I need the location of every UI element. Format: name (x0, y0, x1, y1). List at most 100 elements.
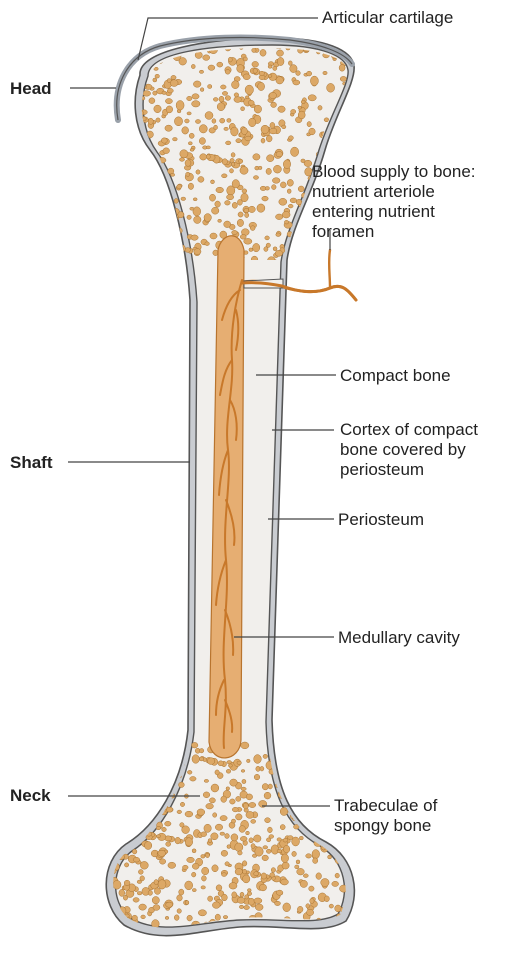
trabecula-dot (314, 799, 318, 802)
trabecula-dot (224, 127, 228, 130)
trabecula-dot (185, 119, 190, 123)
trabecula-dot (337, 786, 343, 791)
trabecula-dot (108, 802, 112, 807)
trabecula-dot (185, 838, 192, 846)
trabecula-dot (333, 927, 337, 931)
trabecula-dot (271, 868, 275, 873)
trabecula-dot (225, 862, 229, 866)
trabecula-dot (193, 81, 201, 87)
trabecula-dot (268, 74, 272, 77)
trabecula-dot (127, 760, 134, 767)
trabecula-dot (239, 905, 243, 908)
trabecula-dot (192, 94, 199, 99)
trabecula-dot (225, 834, 230, 839)
trabecula-dot (150, 200, 154, 204)
trabecula-dot (273, 165, 281, 173)
trabecula-dot (193, 198, 197, 201)
trabecula-dot (344, 782, 352, 789)
trabecula-dot (243, 803, 248, 809)
trabecula-dot (283, 903, 291, 912)
trabecula-dot (310, 898, 314, 903)
trabecula-dot (154, 105, 161, 113)
trabecula-dot (171, 75, 176, 79)
trabecula-dot (232, 81, 240, 89)
trabecula-dot (191, 235, 198, 240)
trabecula-dot (207, 758, 214, 765)
trabecula-dot (268, 65, 272, 68)
trabecula-dot (198, 910, 206, 916)
trabecula-dot (179, 158, 184, 162)
trabecula-dot (142, 223, 147, 229)
trabecula-dot (192, 863, 199, 869)
trabecula-dot (185, 248, 190, 253)
trabecula-dot (241, 742, 249, 749)
trabecula-dot (277, 50, 284, 56)
trabecula-dot (158, 773, 162, 777)
trabecula-dot (119, 751, 125, 757)
trabecula-dot (203, 55, 210, 61)
trabecula-dot (180, 823, 184, 828)
trabecula-dot (343, 776, 351, 782)
trabecula-dot (226, 787, 230, 790)
label-blood-supply-4: foramen (312, 222, 374, 241)
trabecula-dot (335, 873, 339, 878)
trabecula-dot (226, 141, 231, 145)
trabecula-dot (265, 818, 271, 823)
trabecula-dot (145, 190, 153, 197)
trabecula-dot (263, 754, 268, 758)
trabecula-dot (144, 159, 151, 164)
trabecula-dot (314, 249, 320, 254)
trabecula-dot (243, 57, 247, 61)
trabecula-dot (114, 780, 120, 787)
trabecula-dot (280, 182, 286, 188)
trabecula-dot (335, 775, 340, 779)
trabecula-dot (192, 889, 196, 892)
trabecula-dot (107, 848, 112, 854)
trabecula-dot (264, 247, 268, 252)
trabecula-dot (117, 836, 123, 841)
trabecula-dot (162, 214, 170, 221)
trabecula-dot (116, 747, 120, 751)
trabecula-dot (133, 898, 139, 903)
trabecula-dot (194, 249, 201, 255)
trabecula-dot (298, 186, 304, 192)
trabecula-dot (140, 861, 148, 869)
trabecula-dot (120, 932, 127, 937)
trabecula-dot (231, 834, 238, 841)
trabecula-dot (199, 138, 205, 145)
trabecula-dot (110, 820, 115, 825)
trabecula-dot (276, 214, 283, 220)
trabecula-dot (298, 111, 305, 119)
trabecula-dot (205, 242, 210, 246)
trabecula-dot (212, 902, 220, 909)
trabecula-dot (255, 904, 263, 911)
trabecula-dot (176, 101, 184, 111)
trabecula-dot (313, 760, 321, 769)
trabecula-dot (141, 798, 148, 806)
trabecula-dot (232, 892, 237, 898)
trabecula-dot (266, 849, 271, 853)
trabecula-dot (191, 64, 195, 68)
trabecula-dot (110, 808, 118, 817)
trabecula-dot (227, 119, 231, 123)
trabecula-dot (215, 824, 222, 830)
trabecula-dot (148, 118, 153, 124)
trabecula-dot (107, 909, 112, 915)
trabecula-dot (245, 136, 252, 141)
trabecula-dot (344, 44, 348, 48)
label-periosteum: Periosteum (338, 510, 424, 529)
trabecula-dot (198, 177, 204, 183)
trabecula-dot (262, 855, 268, 861)
trabecula-dot (253, 154, 260, 160)
trabecula-dot (162, 827, 167, 831)
trabecula-dot (306, 904, 310, 908)
trabecula-dot (199, 125, 207, 133)
trabecula-dot (331, 927, 337, 932)
trabecula-dot (115, 926, 123, 934)
trabecula-dot (255, 847, 263, 856)
trabecula-dot (212, 865, 218, 872)
trabecula-dot (272, 185, 277, 190)
trabecula-dot (215, 770, 219, 775)
trabecula-dot (342, 105, 346, 108)
trabecula-dot (225, 96, 230, 101)
